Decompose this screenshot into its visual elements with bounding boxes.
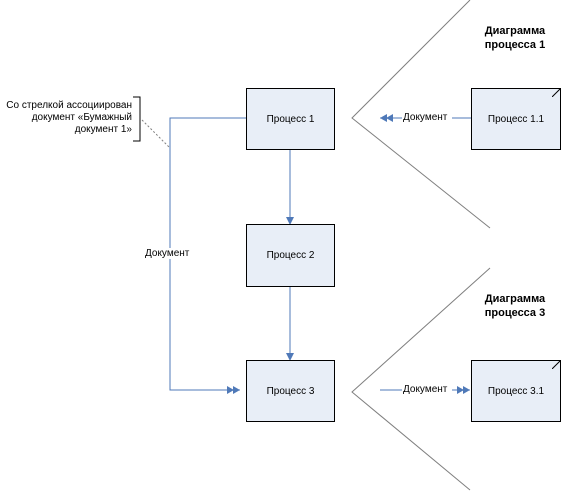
page-fold-icon [552,89,560,97]
note-line-3: документ 1» [74,124,132,135]
process-2-label: Процесс 2 [266,250,315,261]
process-2-box[interactable]: Процесс 2 [246,224,335,287]
process-1-label: Процесс 1 [266,113,315,125]
diagram-3-heading: Диаграмма процесса 3 [470,292,560,320]
diagram-3-heading-line-1: Диаграмма [484,293,546,305]
page-fold-icon [552,361,560,369]
diagram-1-heading-line-2: процесса 1 [484,39,546,51]
diagram-3-heading-line-2: процесса 3 [484,307,546,319]
diagram-1-heading: Диаграмма процесса 1 [470,24,560,52]
process-1-1-label: Процесс 1.1 [487,113,545,125]
process-3-1-box[interactable]: Процесс 3.1 [471,360,561,422]
diagram-3-boundary [351,267,491,491]
diagram-1-boundary [351,0,491,229]
process-1-1-box[interactable]: Процесс 1.1 [471,88,561,150]
left-document-label: Документ [145,248,190,259]
note-line-2: документ «Бумажный [31,112,132,123]
note-line-1: Со стрелкой ассоциирован [6,100,132,111]
note-bracket [133,96,141,142]
diagram-1-heading-line-1: Диаграмма [484,25,546,37]
process-3-box[interactable]: Процесс 3 [246,360,335,422]
top-document-label: Документ [403,112,448,123]
association-note: Со стрелкой ассоциирован документ «Бумаж… [2,100,132,136]
note-association-line [141,119,171,149]
bottom-document-label: Документ [403,384,448,395]
process-1-box[interactable]: Процесс 1 [246,88,335,150]
process-3-label: Процесс 3 [266,385,315,397]
process-3-1-label: Процесс 3.1 [487,385,545,397]
